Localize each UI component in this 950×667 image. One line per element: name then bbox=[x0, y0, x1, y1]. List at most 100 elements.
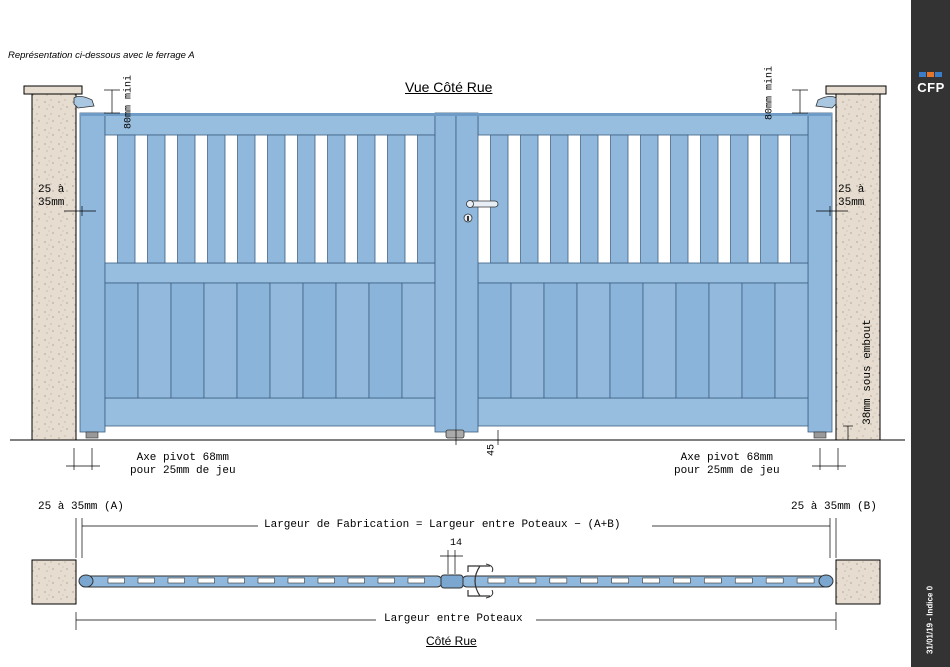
board bbox=[236, 282, 271, 399]
leaf-section-left bbox=[78, 574, 443, 588]
board bbox=[741, 282, 776, 399]
slot bbox=[580, 577, 599, 584]
slot bbox=[197, 577, 215, 584]
board bbox=[609, 282, 644, 399]
revision-label: 31/01/19 - Indice 0 bbox=[925, 585, 935, 655]
gap-left-label: 25 à 35mm bbox=[38, 184, 65, 209]
top-gap-left-label: 25 à 35mm (A) bbox=[38, 501, 124, 513]
width-between-posts-label: Largeur entre Poteaux bbox=[384, 613, 523, 625]
picket bbox=[117, 134, 136, 264]
board bbox=[368, 282, 403, 399]
top-gap-right-label: 25 à 35mm (B) bbox=[791, 501, 877, 513]
picket bbox=[177, 134, 196, 264]
picket bbox=[207, 134, 226, 264]
leaf-section-right bbox=[461, 574, 834, 588]
slot bbox=[227, 577, 245, 584]
picket bbox=[237, 134, 256, 264]
center-stiles bbox=[434, 112, 479, 433]
board bbox=[401, 282, 436, 399]
picket bbox=[520, 134, 539, 264]
left-foot bbox=[85, 431, 99, 439]
slot bbox=[518, 577, 537, 584]
center-gap-label: 45 bbox=[486, 443, 498, 457]
right-hinge-icon bbox=[815, 96, 837, 109]
board bbox=[302, 282, 337, 399]
slot bbox=[487, 577, 506, 584]
slot bbox=[673, 577, 691, 584]
slot bbox=[107, 577, 125, 584]
gate-top-rail bbox=[80, 113, 832, 116]
picket bbox=[760, 134, 779, 264]
lock-icon bbox=[463, 213, 473, 223]
center-stop bbox=[445, 429, 465, 439]
picket bbox=[327, 134, 346, 264]
picket bbox=[550, 134, 569, 264]
board bbox=[675, 282, 710, 399]
brand-name: CFP bbox=[917, 80, 945, 95]
right-pillar-section bbox=[835, 559, 881, 605]
slot bbox=[611, 577, 629, 584]
slot bbox=[377, 577, 395, 584]
board bbox=[774, 282, 809, 399]
picket bbox=[387, 134, 406, 264]
picket bbox=[297, 134, 316, 264]
latch-handle-icon bbox=[467, 565, 490, 597]
board bbox=[510, 282, 545, 399]
picket bbox=[790, 134, 809, 264]
right-foot bbox=[813, 431, 827, 439]
slot bbox=[137, 577, 155, 584]
board bbox=[335, 282, 370, 399]
picket bbox=[147, 134, 166, 264]
slot bbox=[642, 577, 660, 584]
slot bbox=[317, 577, 335, 584]
center-meeting-stile bbox=[440, 574, 464, 589]
board bbox=[708, 282, 743, 399]
picket bbox=[730, 134, 749, 264]
slot bbox=[765, 577, 784, 584]
picket bbox=[580, 134, 599, 264]
slot bbox=[734, 577, 753, 584]
left-pillar-section bbox=[31, 559, 77, 605]
street-view-title: Vue Côté Rue bbox=[405, 79, 493, 95]
slot bbox=[167, 577, 185, 584]
right-pillar bbox=[825, 85, 887, 441]
board bbox=[477, 282, 512, 399]
caption: Représentation ci-dessous avec le ferrag… bbox=[8, 50, 195, 61]
slot bbox=[407, 577, 425, 584]
pivot-right-label: Axe pivot 68mm pour 25mm de jeu bbox=[674, 452, 780, 477]
cfp-logo-icon bbox=[919, 72, 942, 77]
clearance-left-label: 80mm mini bbox=[123, 74, 135, 130]
picket bbox=[357, 134, 376, 264]
top-view-title: Côté Rue bbox=[426, 634, 477, 648]
picket bbox=[267, 134, 286, 264]
gate-drawing bbox=[10, 85, 905, 630]
board bbox=[269, 282, 304, 399]
picket bbox=[490, 134, 509, 264]
pivot-left-label: Axe pivot 68mm pour 25mm de jeu bbox=[130, 452, 236, 477]
dimension-lines bbox=[64, 89, 853, 630]
picket bbox=[700, 134, 719, 264]
board bbox=[642, 282, 677, 399]
slot bbox=[347, 577, 365, 584]
board bbox=[543, 282, 578, 399]
board bbox=[203, 282, 238, 399]
gate-leaf-left bbox=[79, 112, 436, 433]
fabrication-width-label: Largeur de Fabrication = Largeur entre P… bbox=[264, 519, 621, 531]
board bbox=[104, 282, 139, 399]
slot bbox=[549, 577, 568, 584]
board bbox=[170, 282, 205, 399]
picket bbox=[610, 134, 629, 264]
board bbox=[137, 282, 172, 399]
clearance-right-label: 80mm mini bbox=[764, 65, 776, 121]
brand-sidebar bbox=[911, 0, 950, 667]
slot bbox=[704, 577, 722, 584]
picket bbox=[670, 134, 689, 264]
door-handle-icon bbox=[466, 200, 499, 208]
slot bbox=[287, 577, 305, 584]
center-gap-top-label: 14 bbox=[450, 538, 463, 549]
slot bbox=[257, 577, 275, 584]
left-pillar bbox=[23, 85, 83, 441]
left-hinge-icon bbox=[73, 96, 95, 109]
picket bbox=[417, 134, 436, 264]
gap-right-label: 25 à 35mm bbox=[838, 184, 865, 209]
